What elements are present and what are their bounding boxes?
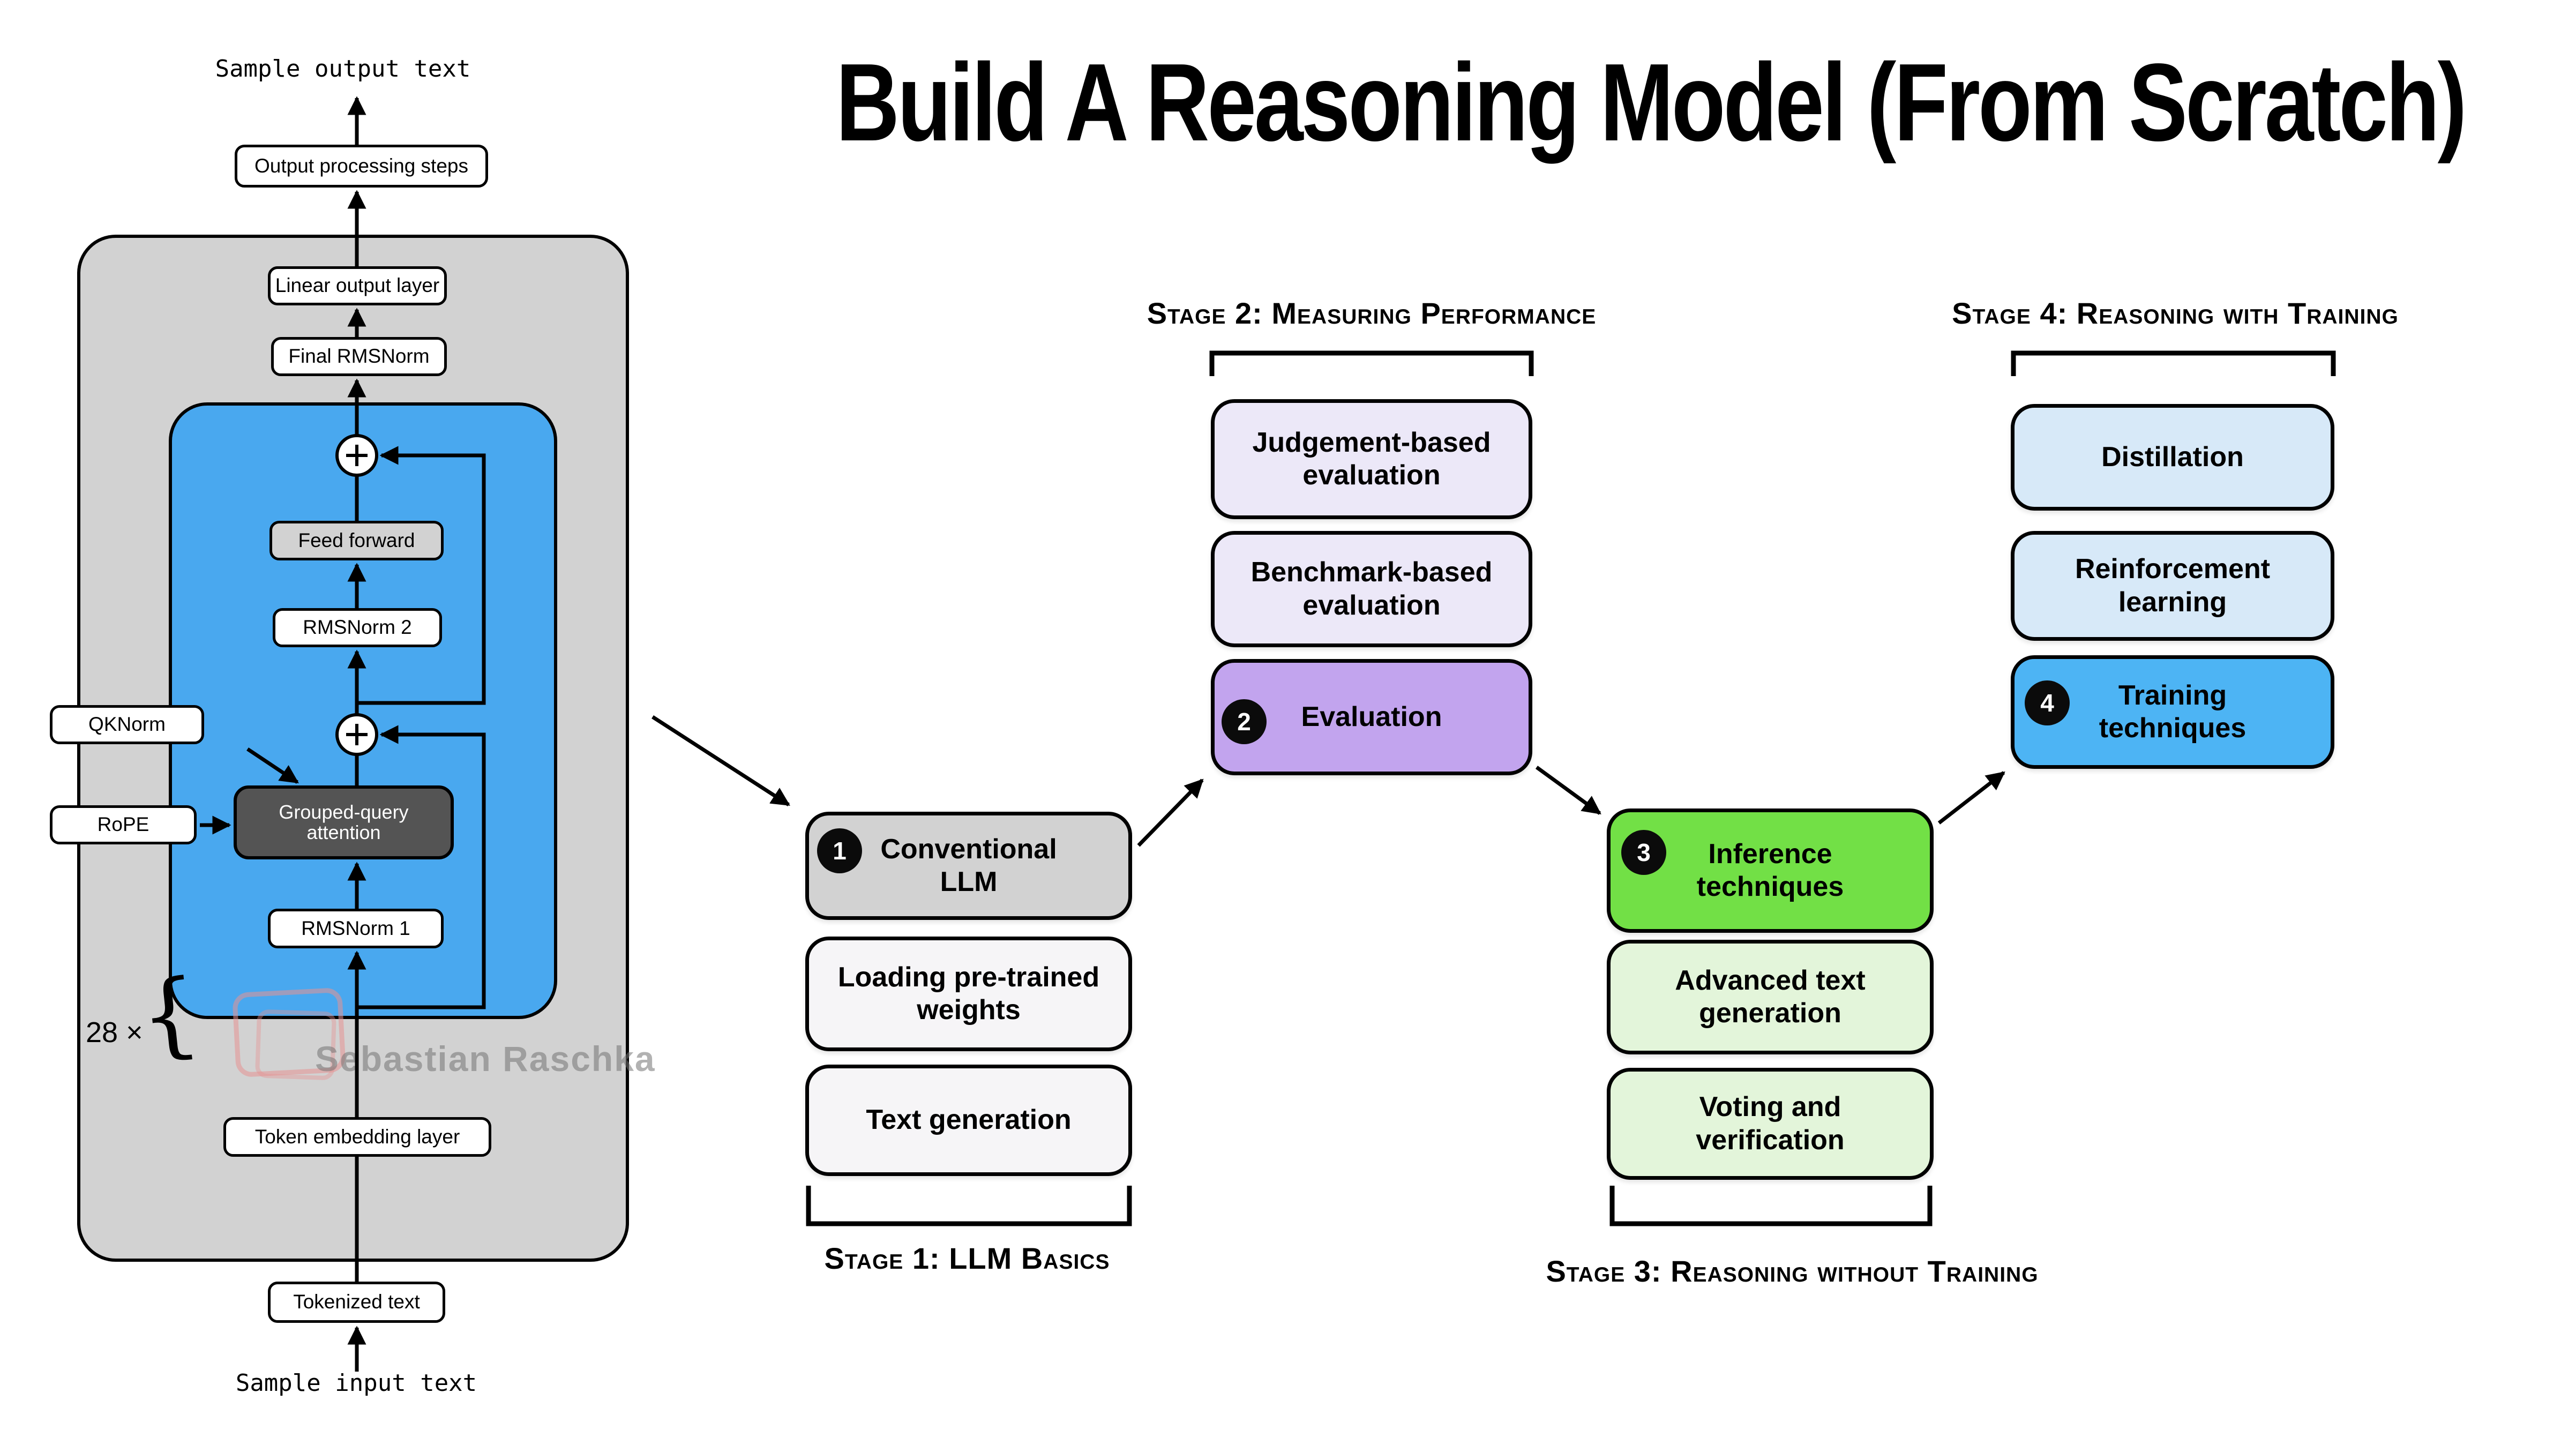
stage2-box-judgement-eval: Judgement-based evaluation: [1211, 399, 1532, 519]
stage1-box-text-generation: Text generation: [805, 1065, 1132, 1176]
page-title: Build A Reasoning Model (From Scratch): [632, 43, 2576, 162]
grouped-query-attention-label: Grouped-query attention: [279, 801, 409, 843]
stage3-bracket: [1609, 1186, 1933, 1226]
feed-forward-label: Feed forward: [298, 529, 415, 551]
stage4-box-training-techniques: Training techniques: [2011, 655, 2334, 769]
stage4-number-badge: 4: [2025, 680, 2070, 725]
arrow-inference-to-training: [1937, 771, 2005, 825]
sample-input-text: Sample input text: [235, 1369, 477, 1397]
stage3-box-voting-verification-label: Voting and verification: [1696, 1091, 1845, 1156]
stage3-header: Stage 3: Reasoning without Training: [1546, 1254, 2039, 1288]
stage2-number-badge: 2: [1222, 699, 1267, 744]
stage3-box-advanced-text-gen: Advanced text generation: [1607, 940, 1934, 1054]
qknorm-arrow: [246, 747, 299, 784]
stage1-box-loading-weights-label: Loading pre-trained weights: [837, 961, 1100, 1025]
rmsnorm2-label: RMSNorm 2: [303, 616, 412, 639]
stage1-number-badge: 1: [817, 828, 862, 873]
residual-skip-2: [357, 446, 486, 705]
stage2-header: Stage 2: Measuring Performance: [1147, 296, 1597, 330]
stage1-box-loading-weights: Loading pre-trained weights: [805, 937, 1132, 1051]
rope-label: RoPE: [97, 813, 149, 836]
stage1-box-text-generation-label: Text generation: [866, 1104, 1072, 1136]
stage1-box-conventional-llm: Conventional LLM: [805, 812, 1132, 920]
qknorm-box: QKNorm: [50, 705, 204, 744]
residual-add-2-icon: [335, 434, 378, 477]
arrow-evaluation-to-inference: [1535, 766, 1601, 815]
stage3-box-voting-verification: Voting and verification: [1607, 1068, 1934, 1180]
output-processing-label: Output processing steps: [254, 154, 468, 177]
stage1-box-conventional-llm-label: Conventional LLM: [880, 833, 1057, 897]
stage-flow-arrows: [652, 715, 2005, 847]
stage4-box-training-techniques-label: Training techniques: [2099, 679, 2246, 744]
token-embedding-label: Token embedding layer: [254, 1125, 460, 1148]
rope-box: RoPE: [50, 805, 197, 844]
token-embedding-box: Token embedding layer: [223, 1117, 491, 1157]
arrow-stage1-to-evaluation: [1137, 778, 1204, 847]
stage2-box-evaluation-label: Evaluation: [1301, 701, 1442, 732]
qknorm-label: QKNorm: [88, 713, 166, 736]
stage4-box-distillation-label: Distillation: [2101, 441, 2244, 473]
final-rmsnorm-label: Final RMSNorm: [288, 345, 430, 368]
stage2-box-judgement-eval-label: Judgement-based evaluation: [1252, 426, 1491, 491]
stage3-box-advanced-text-gen-label: Advanced text generation: [1675, 964, 1866, 1029]
tokenized-text-label: Tokenized text: [293, 1291, 420, 1313]
rmsnorm2-box: RMSNorm 2: [273, 608, 442, 647]
stage1-bracket: [806, 1186, 1132, 1226]
residual-connections: [357, 446, 486, 1009]
rmsnorm1-box: RMSNorm 1: [268, 909, 444, 948]
linear-output-layer-label: Linear output layer: [275, 274, 440, 297]
stage3-box-inference-techniques-label: Inference techniques: [1696, 838, 1844, 902]
grouped-query-attention-box: Grouped-query attention: [234, 785, 454, 859]
final-rmsnorm-box: Final RMSNorm: [271, 337, 447, 376]
tokenized-text-box: Tokenized text: [268, 1282, 445, 1323]
page-title-text: Build A Reasoning Model (From Scratch): [836, 41, 2467, 164]
repeat-brace: {: [134, 957, 205, 1072]
output-processing-box: Output processing steps: [235, 145, 488, 188]
stage4-header: Stage 4: Reasoning with Training: [1952, 296, 2399, 330]
stage3-number-badge: 3: [1621, 830, 1666, 875]
rmsnorm1-label: RMSNorm 1: [301, 917, 410, 939]
stage2-box-benchmark-eval: Benchmark-based evaluation: [1211, 531, 1532, 647]
stage2-bracket: [1209, 350, 1534, 376]
stage4-box-reinforcement-learning-label: Reinforcement learning: [2075, 553, 2271, 618]
stage4-box-reinforcement-learning: Reinforcement learning: [2011, 531, 2334, 641]
arrow-architecture-to-stage1: [652, 715, 790, 806]
linear-output-layer-box: Linear output layer: [268, 266, 447, 305]
stage1-header: Stage 1: LLM Basics: [824, 1241, 1110, 1275]
repeat-count-label: 28 ×: [86, 1016, 143, 1049]
feed-forward-box: Feed forward: [269, 521, 444, 560]
sample-output-text: Sample output text: [215, 55, 471, 83]
stage4-bracket: [2011, 350, 2336, 376]
residual-skip-1: [357, 725, 486, 1009]
residual-add-1-icon: [335, 713, 378, 756]
stage3-box-inference-techniques: Inference techniques: [1607, 808, 1934, 933]
stage2-box-benchmark-eval-label: Benchmark-based evaluation: [1250, 557, 1493, 621]
stage-brackets: [806, 350, 2336, 1226]
watermark-text: Sebastian Raschka: [315, 1039, 656, 1079]
stage4-box-distillation: Distillation: [2011, 404, 2334, 511]
